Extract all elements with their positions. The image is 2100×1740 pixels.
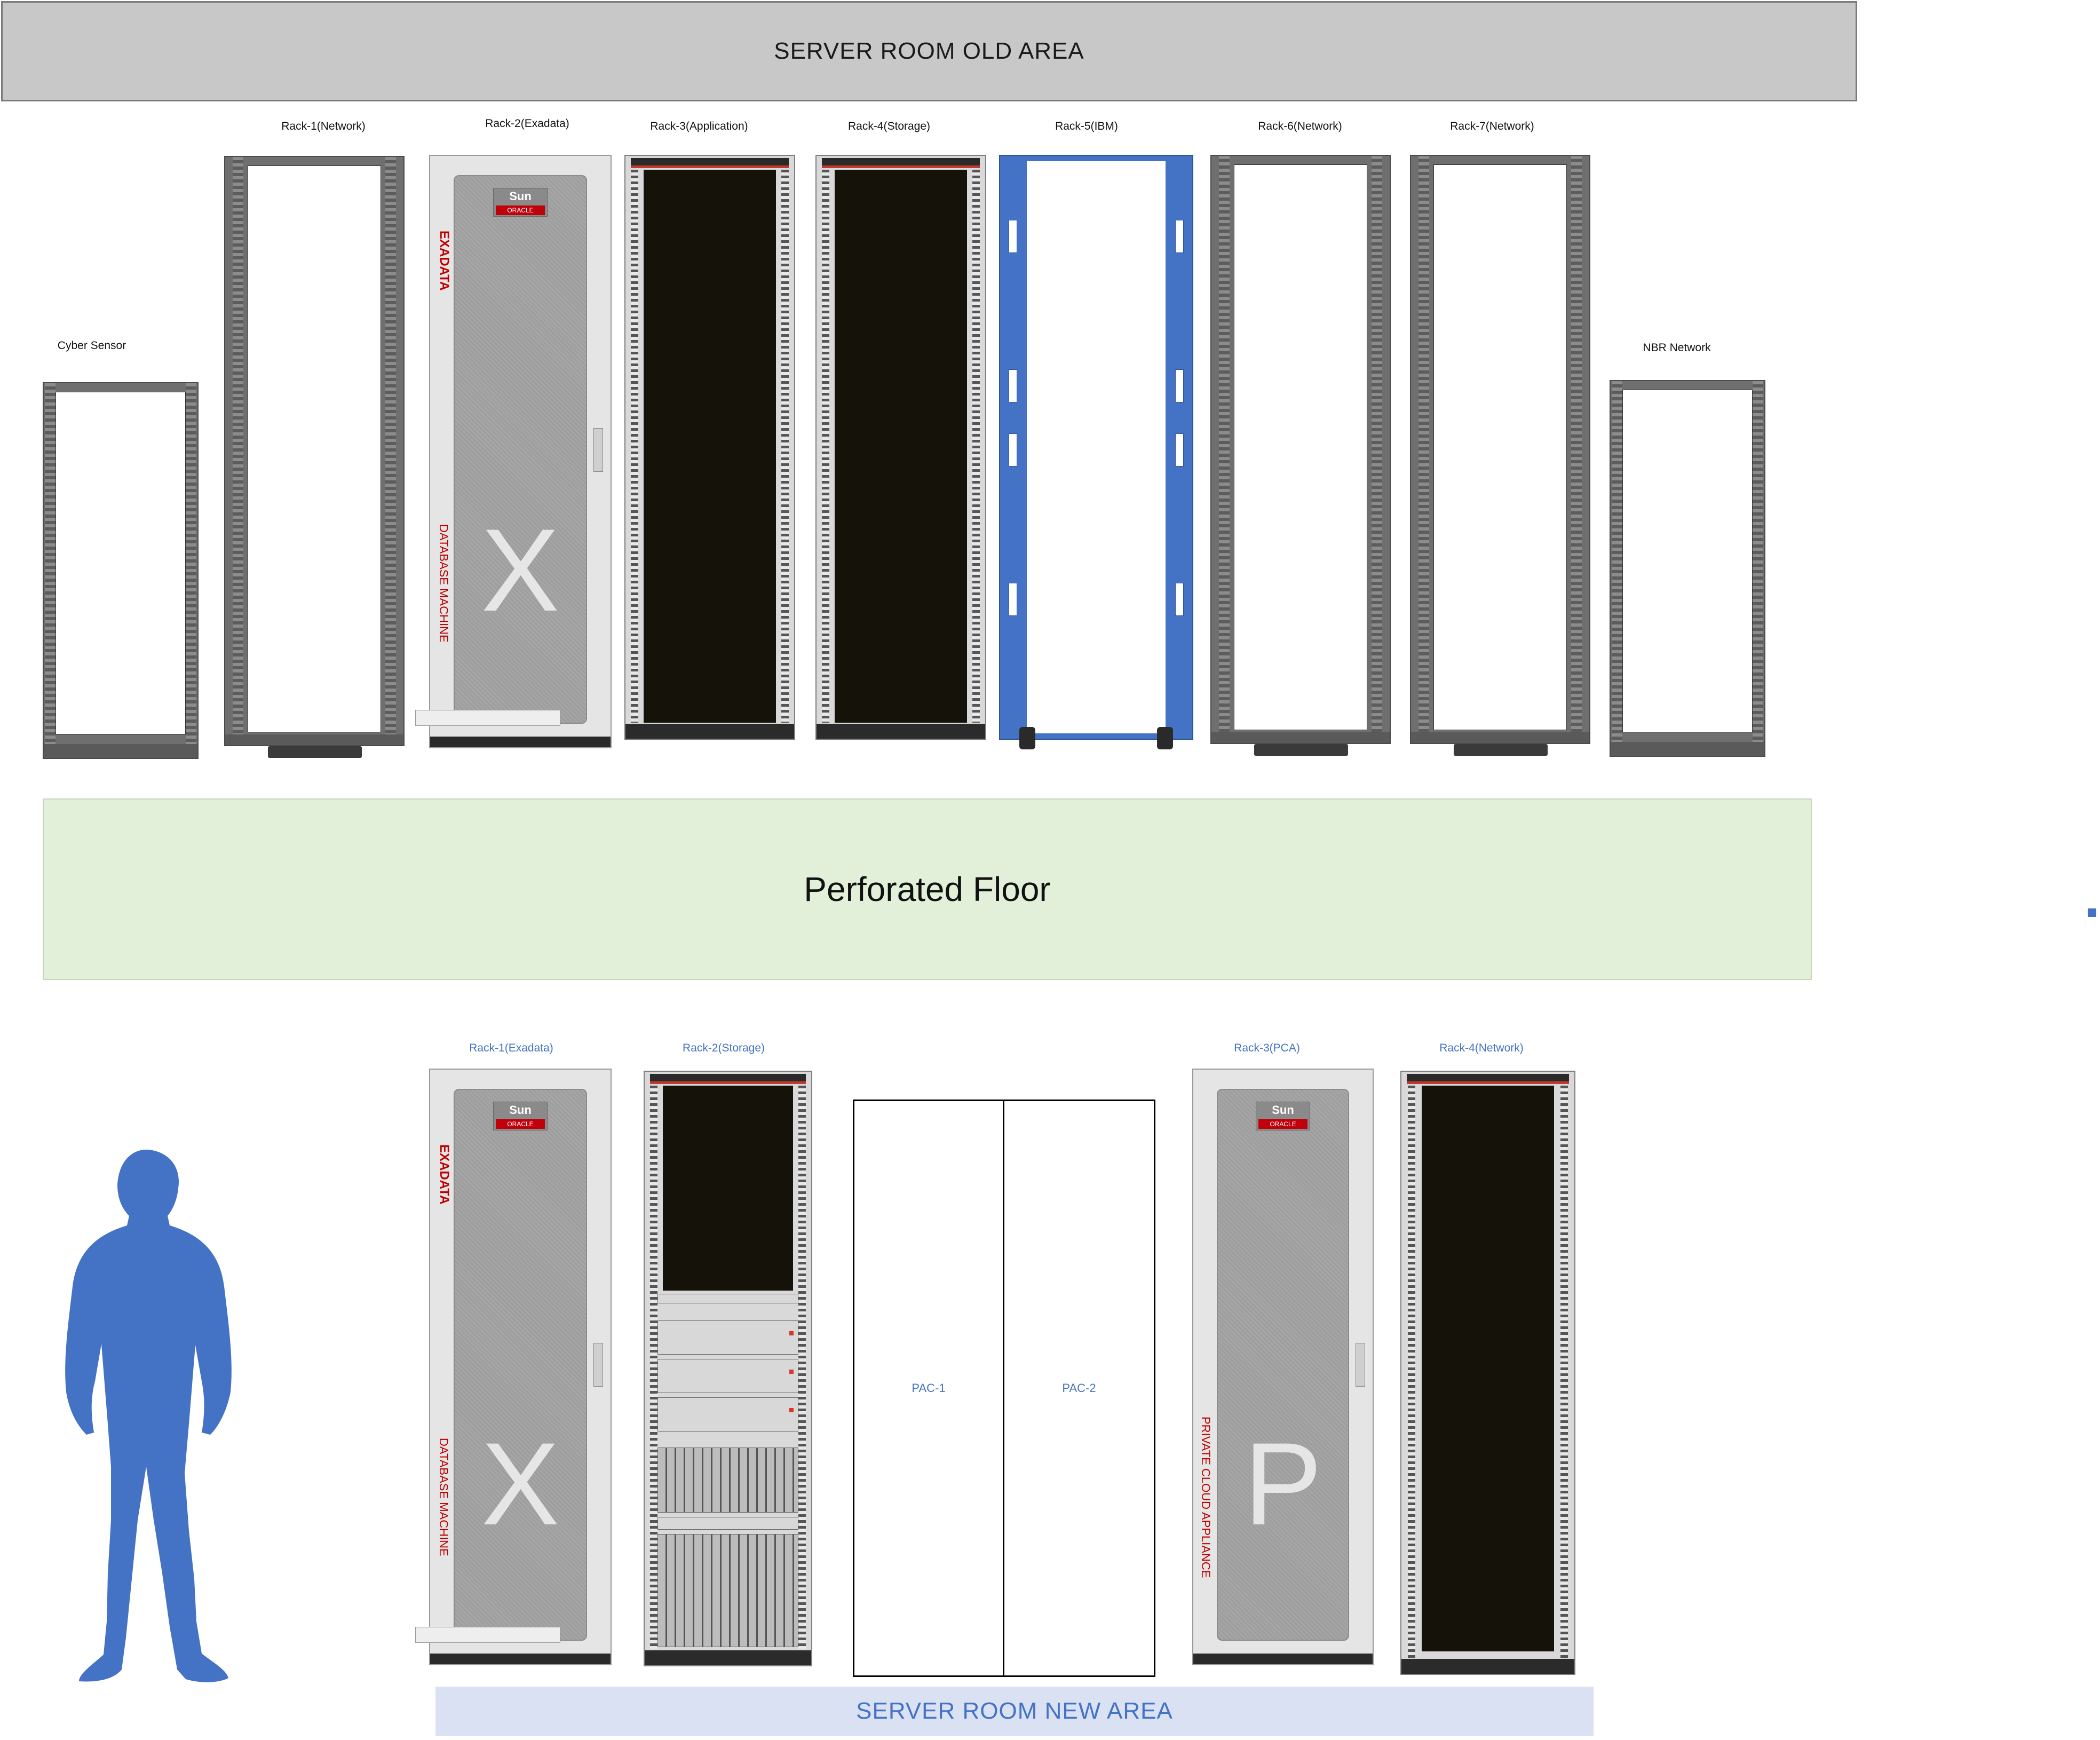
cyber-sensor-label: Cyber Sensor — [57, 339, 126, 352]
exadata-vertical-text: EXADATA — [437, 231, 451, 291]
pac-1-unit[interactable]: PAC-1 — [853, 1100, 1004, 1677]
sun-oracle-logo: Sun ORACLE — [493, 188, 548, 217]
edge-marker — [2088, 908, 2096, 917]
rack-6-network-label: Rack-6(Network) — [1258, 120, 1342, 132]
exadata-vertical-text: EXADATA — [437, 1144, 451, 1205]
old-rack-4-storage[interactable] — [815, 155, 986, 740]
rack-1-network-label: Rack-1(Network) — [281, 120, 366, 132]
nbr-network-label: NBR Network — [1643, 342, 1711, 354]
rack-5-ibm-label: Rack-5(IBM) — [1055, 120, 1118, 132]
private-cloud-appliance-vertical-text: PRIVATE CLOUD APPLIANCE — [1199, 1417, 1213, 1578]
perforated-floor: Perforated Floor — [43, 798, 1812, 980]
old-rack-5-ibm[interactable] — [999, 155, 1193, 749]
new-rack-1-exadata[interactable]: Sun ORACLE EXADATA DATABASE MACHINE X — [415, 1069, 612, 1665]
old-rack-2-exadata[interactable]: Sun ORACLE EXADATA DATABASE MACHINE X — [415, 155, 612, 748]
new-rack-1-exadata-label: Rack-1(Exadata) — [469, 1042, 553, 1054]
perforated-floor-label: Perforated Floor — [804, 870, 1051, 908]
nbr-network-rack[interactable] — [1610, 380, 1765, 757]
exadata-x-letter: X — [481, 504, 560, 636]
new-rack-3-pca[interactable]: Sun ORACLE PRIVATE CLOUD APPLIANCE P — [1192, 1069, 1374, 1665]
old-rack-3-application[interactable] — [624, 155, 795, 740]
cyber-sensor-rack[interactable] — [43, 382, 199, 759]
rack-3-application-label: Rack-3(Application) — [650, 120, 748, 132]
pca-p-letter: P — [1243, 1418, 1322, 1549]
new-area-title: SERVER ROOM NEW AREA — [856, 1698, 1173, 1724]
database-machine-vertical-text: DATABASE MACHINE — [437, 524, 450, 643]
old-rack-1-network[interactable] — [224, 156, 405, 746]
new-area-banner: SERVER ROOM NEW AREA — [435, 1687, 1594, 1736]
new-rack-3-pca-label: Rack-3(PCA) — [1234, 1042, 1300, 1054]
sun-oracle-logo: Sun ORACLE — [493, 1102, 548, 1130]
sun-oracle-logo: Sun ORACLE — [1256, 1102, 1310, 1130]
database-machine-vertical-text: DATABASE MACHINE — [437, 1438, 450, 1556]
new-rack-2-storage[interactable] — [644, 1071, 812, 1666]
old-area-banner: SERVER ROOM OLD AREA — [1, 1, 1857, 101]
new-rack-4-network-label: Rack-4(Network) — [1439, 1042, 1524, 1054]
old-area-title: SERVER ROOM OLD AREA — [774, 38, 1084, 64]
old-rack-6-network[interactable] — [1210, 155, 1391, 744]
rack-2-exadata-label: Rack-2(Exadata) — [485, 117, 569, 130]
exadata-x-letter: X — [481, 1418, 560, 1549]
pac-2-label: PAC-2 — [1062, 1381, 1096, 1395]
person-silhouette-icon — [65, 1149, 232, 1682]
new-rack-4-network[interactable] — [1400, 1071, 1575, 1675]
new-rack-2-storage-label: Rack-2(Storage) — [682, 1042, 765, 1054]
old-rack-7-network[interactable] — [1410, 155, 1590, 744]
pac-1-label: PAC-1 — [912, 1381, 946, 1395]
rack-4-storage-label: Rack-4(Storage) — [847, 120, 931, 132]
pac-2-unit[interactable]: PAC-2 — [1003, 1100, 1155, 1677]
rack-7-network-label: Rack-7(Network) — [1450, 120, 1534, 132]
